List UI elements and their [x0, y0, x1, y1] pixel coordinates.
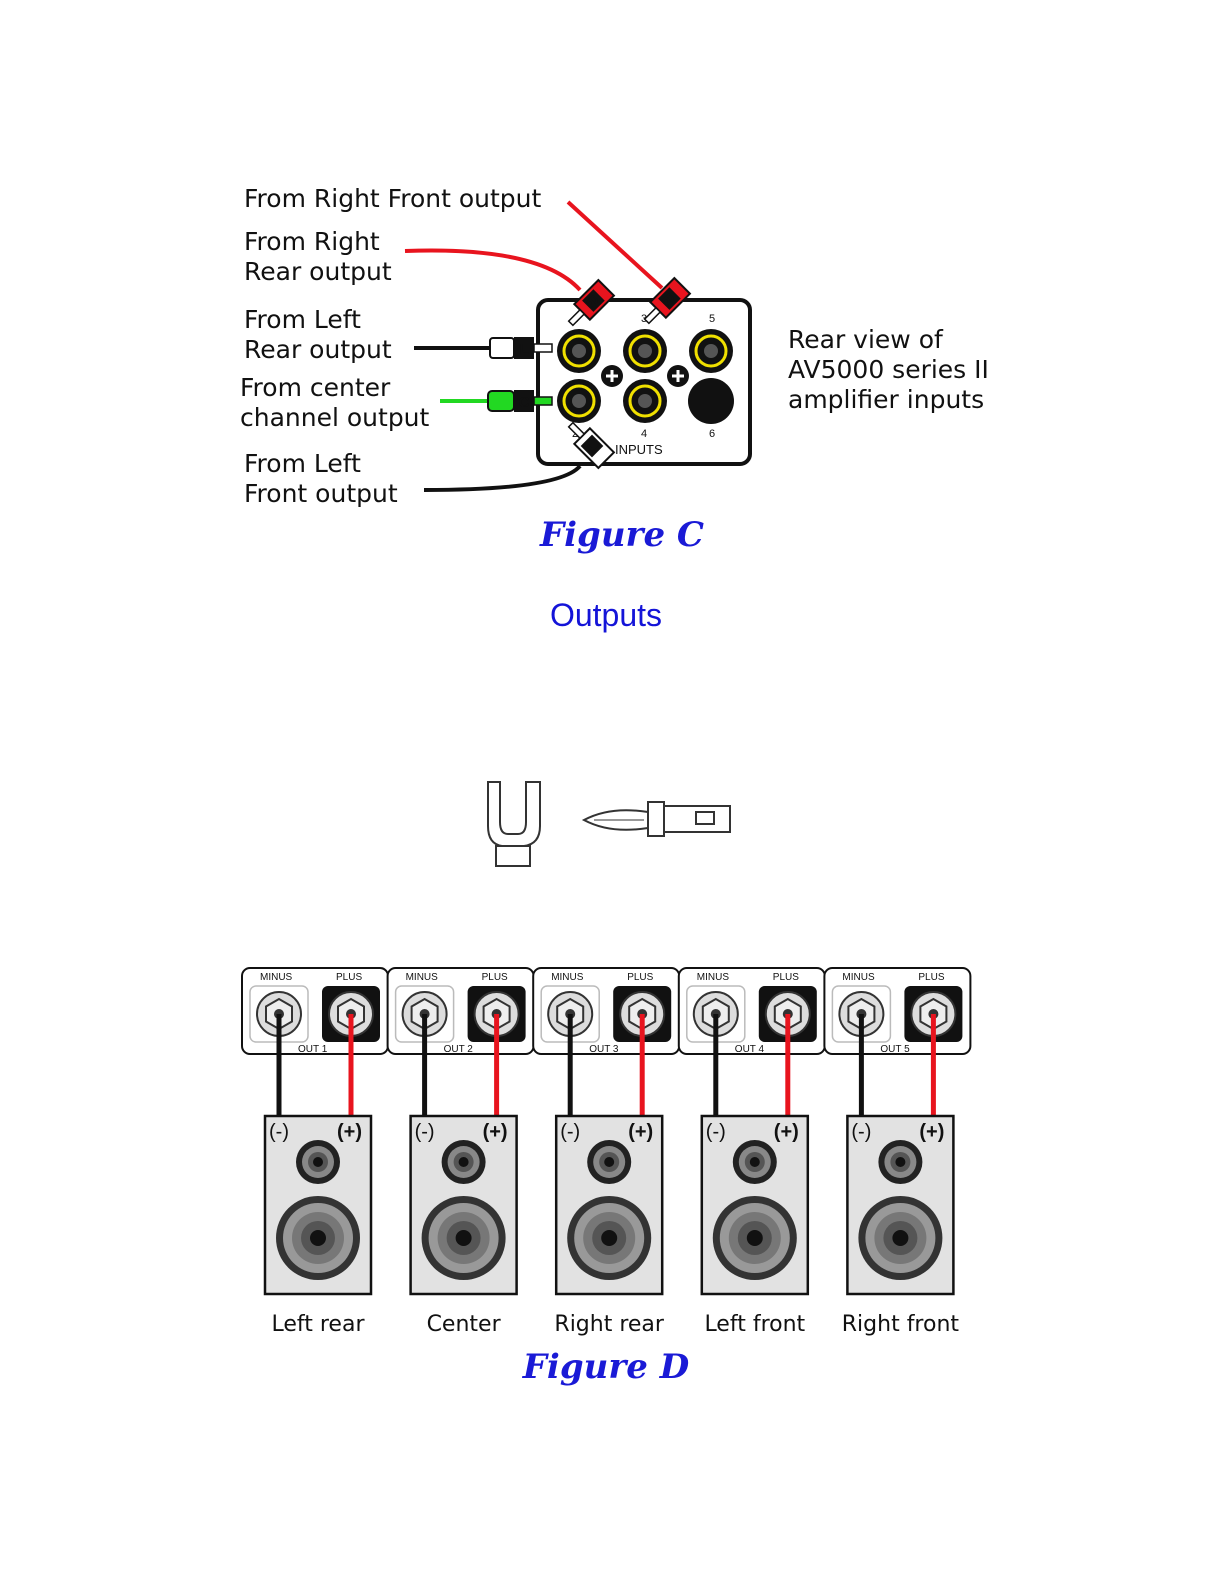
label-right-rear-line1: From Right — [244, 227, 380, 256]
output-terminal-block-5: MINUS PLUS OUT 5 — [823, 967, 972, 1055]
rca-plug-left-rear: L — [489, 337, 553, 359]
rca-jack-2 — [557, 379, 601, 423]
output-label: OUT 5 — [880, 1044, 910, 1055]
wire-left-front — [423, 464, 582, 492]
output-label: OUT 3 — [589, 1044, 619, 1055]
speaker-center: (-) (+) — [409, 1114, 518, 1296]
output-label: OUT 2 — [444, 1044, 474, 1055]
mounting-screw-icon — [601, 365, 623, 387]
negative-polarity-label: (-) — [269, 1121, 289, 1143]
wire-right-front — [566, 200, 664, 290]
rear-view-line3: amplifier inputs — [788, 385, 984, 414]
speaker-right-rear: (-) (+) — [554, 1114, 664, 1296]
jack-number-6: 6 — [709, 428, 715, 440]
negative-polarity-label: (-) — [706, 1121, 726, 1143]
positive-polarity-label: (+) — [628, 1121, 653, 1143]
negative-polarity-label: (-) — [851, 1121, 871, 1143]
negative-polarity-label: (-) — [415, 1121, 435, 1143]
rear-view-line1: Rear view of — [788, 325, 944, 354]
positive-polarity-label: (+) — [774, 1121, 799, 1143]
plus-label: PLUS — [482, 972, 508, 983]
figure-d: MINUS PLUS OUT 1 (-) (+) Left rear MINUS PLUS OU… — [241, 967, 972, 1337]
plus-label: PLUS — [918, 972, 944, 983]
speaker-left-rear: (-) (+) — [263, 1114, 373, 1296]
positive-polarity-label: (+) — [337, 1121, 362, 1143]
plus-label: PLUS — [773, 972, 799, 983]
speaker-label: Center — [427, 1312, 502, 1337]
positive-polarity-label: (+) — [483, 1121, 508, 1143]
label-right-rear-line2: Rear output — [244, 257, 392, 286]
jack-number-5: 5 — [709, 313, 715, 325]
minus-label: MINUS — [260, 972, 293, 983]
minus-label: MINUS — [697, 972, 730, 983]
output-label: OUT 4 — [735, 1044, 765, 1055]
spade-lug-icon — [487, 781, 541, 867]
label-left-rear-line2: Rear output — [244, 335, 392, 364]
minus-label: MINUS — [551, 972, 584, 983]
plus-label: PLUS — [627, 972, 653, 983]
rear-view-line2: AV5000 series II — [788, 355, 989, 384]
figure-c: From Right Front output From Right Rear … — [240, 184, 989, 555]
plug-letter-center: C — [519, 394, 530, 411]
output-terminal-block-3: MINUS PLUS OUT 3 — [532, 967, 681, 1055]
output-terminal-block-1: MINUS PLUS OUT 1 — [241, 967, 389, 1055]
speaker-label: Left front — [704, 1312, 805, 1337]
speaker-label: Left rear — [271, 1312, 365, 1337]
rca-jack-3 — [623, 329, 667, 373]
figure-c-caption: Figure C — [539, 515, 704, 555]
rca-plug-left-front: L — [567, 421, 616, 470]
plus-binding-post — [322, 986, 380, 1042]
speaker-left-front: (-) (+) — [700, 1114, 810, 1296]
plus-label: PLUS — [336, 972, 362, 983]
label-center-line1: From center — [240, 373, 391, 402]
positive-polarity-label: (+) — [919, 1121, 944, 1143]
label-left-front-line2: Front output — [244, 479, 398, 508]
rca-plug-right-front: R — [643, 276, 692, 325]
wire-right-rear — [404, 248, 582, 292]
outputs-heading: Outputs — [550, 597, 662, 633]
panel-inputs-label: INPUTS — [615, 442, 663, 457]
jack-number-4: 4 — [641, 428, 647, 440]
rca-plug-right-rear: R — [567, 278, 616, 327]
output-terminal-block-2: MINUS PLUS OUT 2 — [386, 967, 535, 1055]
minus-label: MINUS — [842, 972, 875, 983]
speaker-right-front: (-) (+) — [846, 1114, 955, 1296]
rca-jack-1 — [557, 329, 601, 373]
negative-polarity-label: (-) — [560, 1121, 580, 1143]
figure-d-caption: Figure D — [522, 1347, 690, 1387]
rca-plug-center: C — [487, 390, 553, 412]
minus-label: MINUS — [406, 972, 439, 983]
label-left-front-line1: From Left — [244, 449, 361, 478]
rca-jack-4 — [623, 379, 667, 423]
speaker-label: Right front — [842, 1312, 960, 1337]
output-terminal-block-4: MINUS PLUS OUT 4 — [677, 967, 826, 1055]
speaker-label: Right rear — [554, 1312, 665, 1337]
rca-jack-5 — [689, 329, 733, 373]
label-left-rear-line1: From Left — [244, 305, 361, 334]
rca-jack-6-blank — [688, 378, 734, 424]
label-right-front: From Right Front output — [244, 184, 542, 213]
label-center-line2: channel output — [240, 403, 430, 432]
banana-plug-icon — [581, 801, 731, 837]
plug-letter-left-rear: L — [519, 341, 528, 358]
mounting-screw-icon — [667, 365, 689, 387]
output-label: OUT 1 — [298, 1044, 328, 1055]
